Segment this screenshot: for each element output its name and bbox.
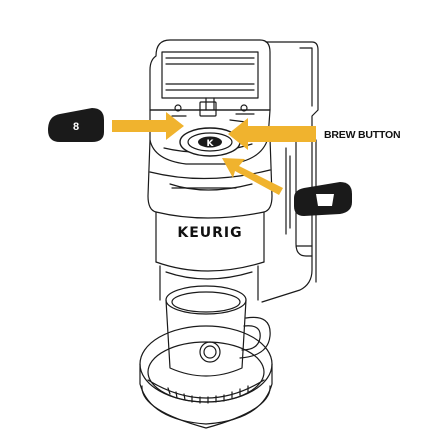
water-reservoir xyxy=(261,41,319,303)
brew-button-label: BREW BUTTON xyxy=(324,129,400,141)
size-badge-label: 8 xyxy=(73,121,79,133)
callout-arrows xyxy=(112,112,316,195)
brew-button-glyph: K xyxy=(207,139,215,149)
size-arrow xyxy=(112,112,184,140)
indicator-arrow xyxy=(222,158,283,195)
drip-tray xyxy=(139,325,273,429)
brewer-lid xyxy=(149,39,271,111)
brew-icon xyxy=(294,182,352,216)
brand-name: KEURIG xyxy=(177,225,242,241)
size-badge-icon: 8 xyxy=(48,108,104,142)
brew-arrow xyxy=(228,118,316,150)
coffee-mug xyxy=(165,285,271,377)
brewer-body xyxy=(147,137,273,301)
brew-button[interactable]: K xyxy=(179,127,241,157)
